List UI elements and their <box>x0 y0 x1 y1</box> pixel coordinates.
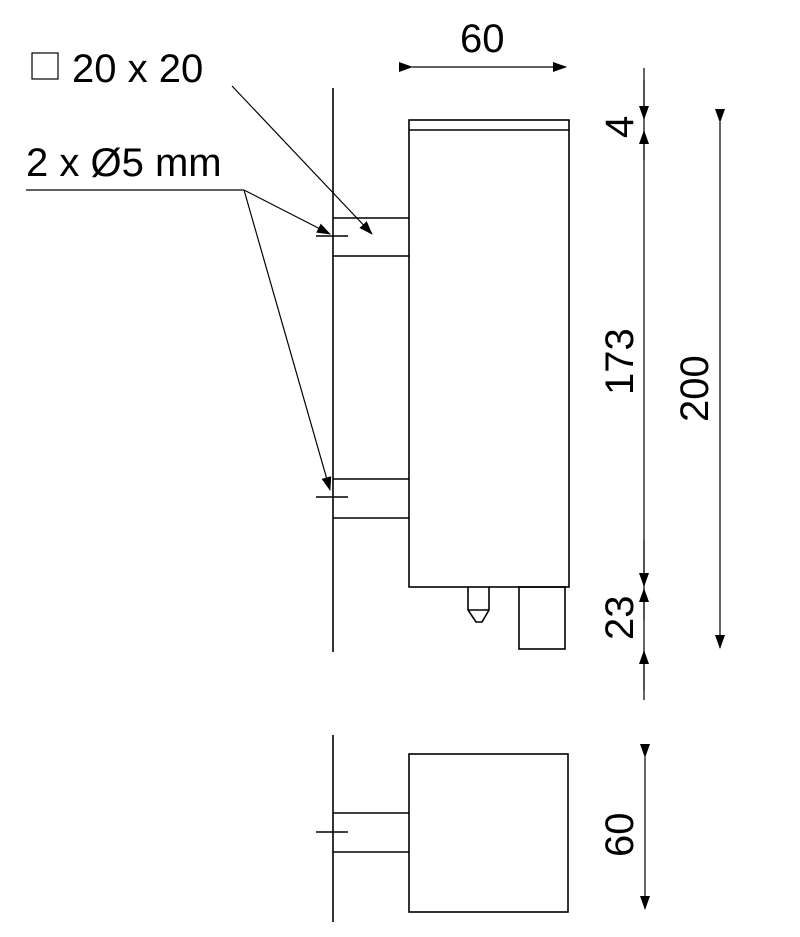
connector-plug <box>518 586 566 650</box>
square-icon <box>31 52 59 80</box>
bottom-body <box>408 753 569 913</box>
dim-200-label: 200 <box>673 355 717 422</box>
dim-4-label: 4 <box>598 116 642 138</box>
hole-leader-upper <box>243 189 331 235</box>
holes-label: 2 x Ø5 mm <box>26 141 222 185</box>
dim-173-label: 173 <box>598 328 642 395</box>
profile-label: 20 x 20 <box>72 47 203 91</box>
profile-leader <box>231 85 373 235</box>
device-body <box>408 119 570 588</box>
depth-bottom-label: 60 <box>598 813 642 858</box>
hole-leader-lower <box>243 189 332 491</box>
dim-23-label: 23 <box>598 596 642 641</box>
cable-gland <box>467 587 490 623</box>
width-top-label: 60 <box>460 17 505 61</box>
